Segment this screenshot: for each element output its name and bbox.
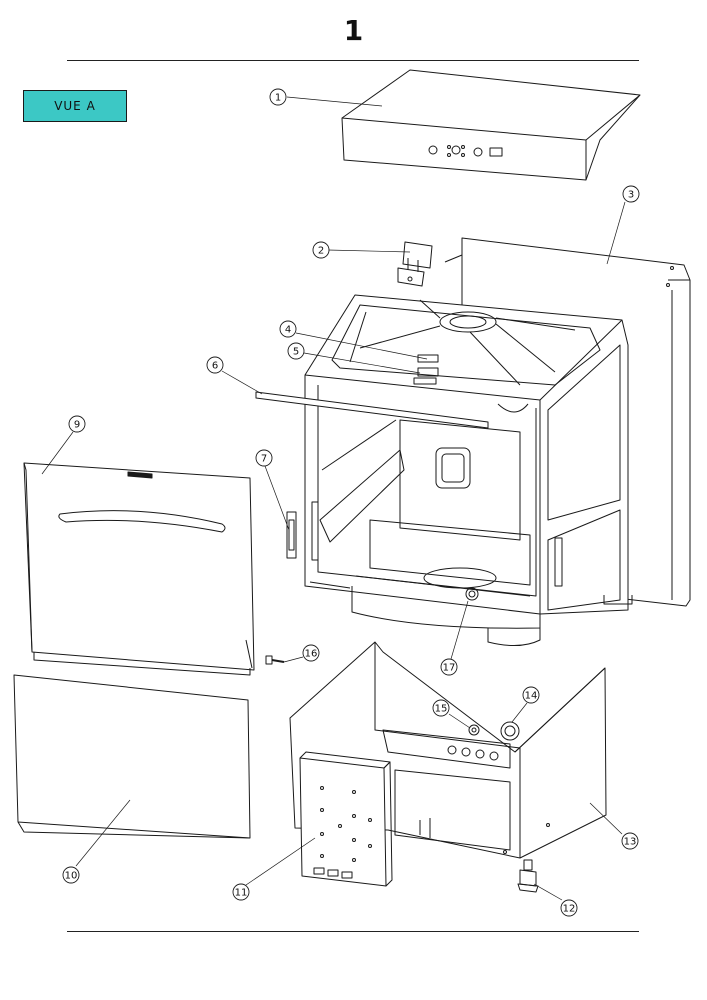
callout-number: 17	[443, 663, 456, 674]
callout-circle	[62, 866, 80, 884]
part-top-cover	[341, 69, 641, 181]
callout-number: 11	[235, 888, 248, 899]
callout-number: 14	[525, 691, 538, 702]
part-bracket	[397, 241, 433, 287]
callout-2: 2	[312, 241, 330, 259]
callout-circle	[621, 832, 639, 850]
part-door-panel	[23, 462, 255, 676]
callout-9: 9	[68, 415, 86, 433]
callout-number: 6	[212, 361, 218, 372]
part-electrical-panel	[299, 751, 393, 887]
callout-circle	[432, 699, 450, 717]
callout-number: 15	[435, 704, 448, 715]
callout-number: 16	[305, 649, 318, 660]
page-number: 1	[343, 14, 364, 47]
bottom-rule	[67, 931, 639, 932]
callout-6: 6	[206, 356, 224, 374]
callout-circle	[302, 644, 320, 662]
callout-1: 1	[269, 88, 287, 106]
callout-circle	[560, 899, 578, 917]
part-ring-seal	[500, 721, 520, 741]
callout-11: 11	[232, 883, 250, 901]
callout-12: 12	[560, 899, 578, 917]
top-rule	[67, 60, 639, 61]
callout-number: 3	[628, 190, 634, 201]
part-foot	[517, 859, 539, 893]
callout-7: 7	[255, 449, 273, 467]
callout-13: 13	[621, 832, 639, 850]
callout-number: 5	[293, 347, 299, 358]
callout-number: 2	[318, 246, 324, 257]
callout-number: 9	[74, 420, 80, 431]
callout-circle	[287, 342, 305, 360]
callout-5: 5	[287, 342, 305, 360]
callout-number: 10	[65, 871, 78, 882]
part-handle-bar	[255, 391, 489, 429]
callout-4: 4	[279, 320, 297, 338]
callout-3: 3	[622, 185, 640, 203]
callout-14: 14	[522, 686, 540, 704]
callout-circle	[206, 356, 224, 374]
leader-lines	[41, 96, 626, 901]
part-screw	[265, 655, 285, 665]
callout-17: 17	[440, 658, 458, 676]
callout-15: 15	[432, 699, 450, 717]
part-grommet	[468, 724, 480, 736]
callout-number: 1	[275, 93, 281, 104]
callout-circle	[232, 883, 250, 901]
callout-number: 13	[624, 837, 637, 848]
callout-number: 4	[285, 325, 291, 336]
callout-circle	[255, 449, 273, 467]
callout-circle	[622, 185, 640, 203]
callout-circle	[269, 88, 287, 106]
callout-circle	[68, 415, 86, 433]
view-label-badge: VUE A	[23, 90, 127, 122]
callout-number: 7	[261, 454, 267, 465]
callout-circle	[522, 686, 540, 704]
part-hinge-plate	[286, 511, 297, 559]
part-tub-body	[304, 294, 633, 646]
callout-16: 16	[302, 644, 320, 662]
callout-number: 12	[563, 904, 576, 915]
callout-circle	[279, 320, 297, 338]
callout-circle	[312, 241, 330, 259]
callout-circle	[440, 658, 458, 676]
callout-10: 10	[62, 866, 80, 884]
part-lower-panel	[13, 674, 251, 839]
